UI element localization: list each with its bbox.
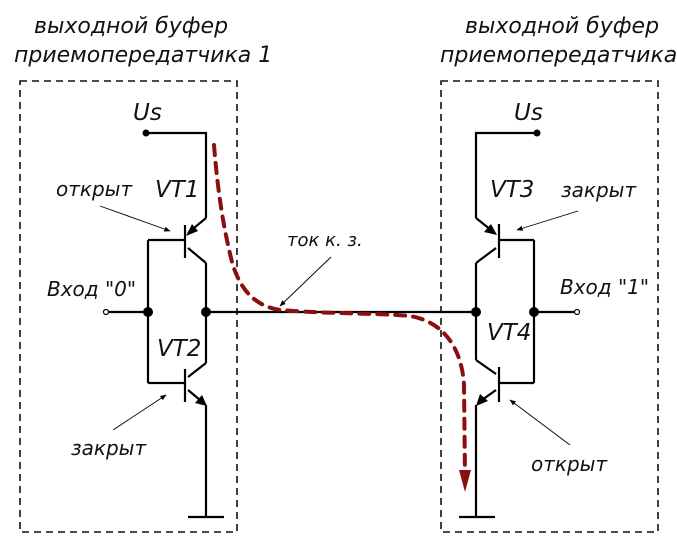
vt3-emitter-arrow-icon [484, 224, 497, 235]
vt2-label: VT2 [157, 336, 201, 362]
short-circuit-current-path [212, 143, 467, 477]
buffer1-title-line2: приемопередатчика 1 [14, 43, 272, 68]
buffer1-supply-label: Us [133, 100, 162, 126]
buffer2-supply-wire [474, 131, 537, 218]
vt4-label: VT4 [487, 320, 531, 346]
vt1-state-label: открыт [56, 177, 133, 201]
vt4-transistor [474, 312, 534, 517]
buffer2-title-line1: выходной буфер [465, 14, 659, 39]
vt3-state-label: закрыт [561, 178, 637, 202]
vt2-transistor [148, 312, 208, 517]
buffer1-supply-wire [146, 131, 208, 218]
vt1-transistor [148, 217, 208, 312]
buffer2-supply-label: Us [514, 100, 543, 126]
buffer1-input-label: Вход "0" [47, 277, 136, 301]
vt4-state-label: открыт [531, 452, 608, 476]
buffer1-input-node [143, 307, 153, 317]
buffer2-boundary [440, 80, 659, 533]
buffer2-title-line2: приемопередатчика 2 [440, 43, 677, 68]
short-circuit-current-pointer [279, 256, 332, 307]
vt3-label: VT3 [490, 177, 534, 203]
vt1-emitter-arrow-icon [186, 224, 198, 236]
buffer2-circuit: Us VT3 закрыт Вход "1" VT4 [459, 100, 649, 519]
vt2-state-label: закрыт [71, 436, 147, 460]
vt4-state-pointer [509, 399, 571, 446]
vt3-state-pointer [516, 210, 579, 231]
buffer2-input-label: Вход "1" [560, 275, 649, 299]
buffer2-input-terminal [573, 308, 581, 316]
vt4-emitter-arrow-icon [476, 394, 488, 406]
vt1-state-pointer [99, 205, 171, 232]
buffer1-input-terminal [102, 308, 110, 316]
vt3-transistor [474, 217, 534, 312]
short-circuit-current-label: ток к. з. [287, 230, 363, 251]
buffer1-circuit: Us VT1 открыт Вход "0" VT2 [47, 100, 224, 519]
short-circuit-current-arrow-icon [459, 470, 471, 492]
buffer1-title-line1: выходной буфер [34, 14, 228, 39]
buffer1-boundary [19, 80, 238, 533]
buffer2-input-node [529, 307, 539, 317]
vt2-emitter-arrow-icon [195, 395, 207, 406]
vt2-state-pointer [112, 394, 167, 431]
vt1-label: VT1 [155, 177, 199, 203]
